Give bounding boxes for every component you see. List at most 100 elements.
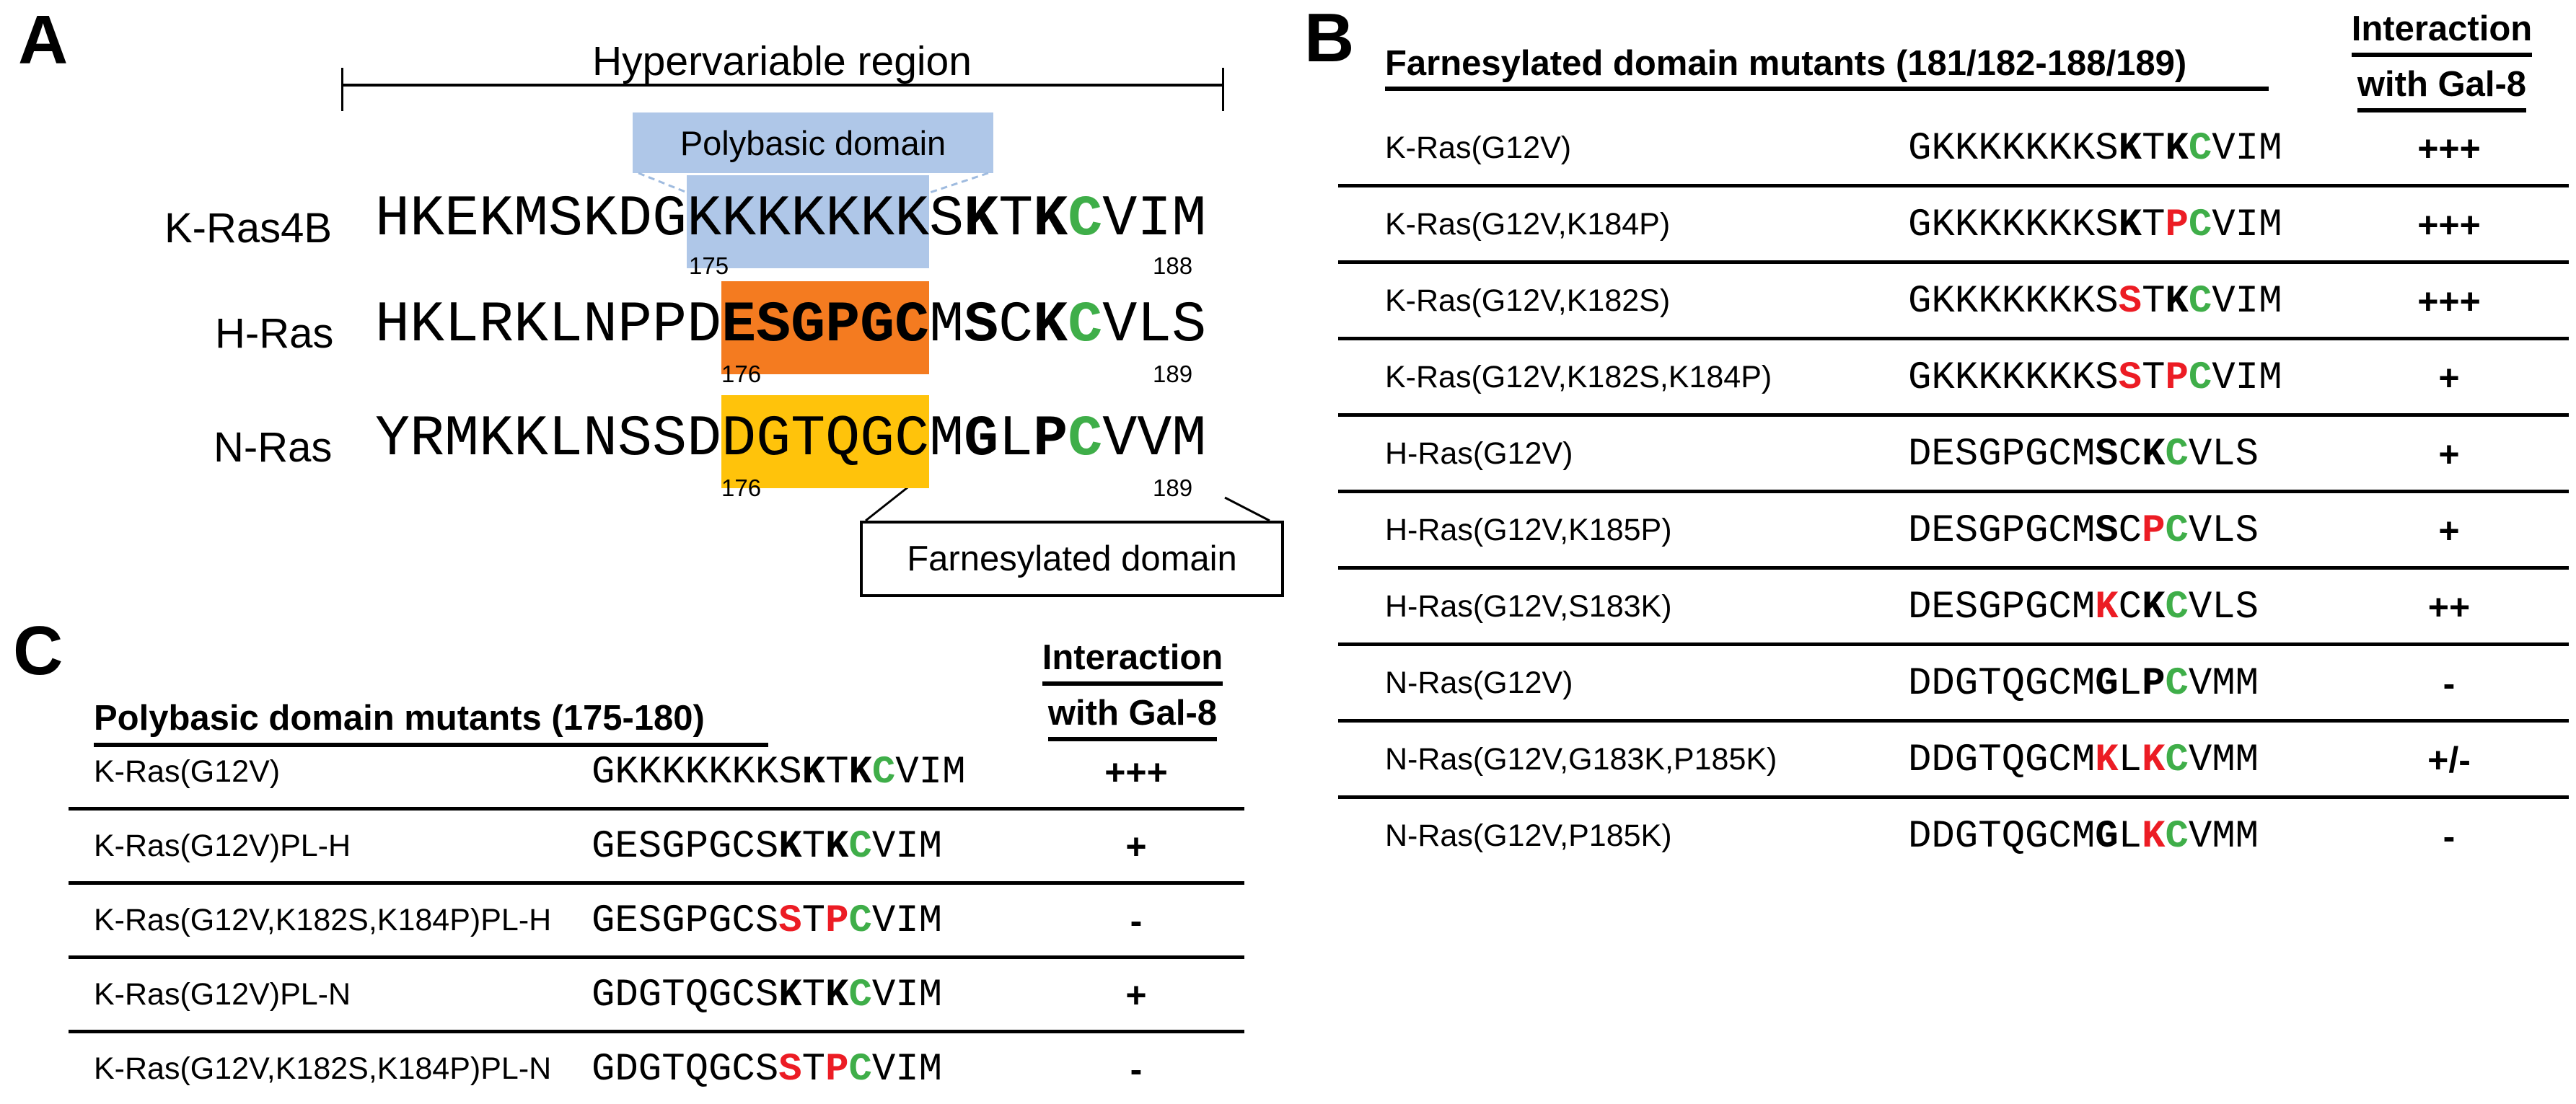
table-row: H-Ras(G12V) DESGPGCMSCKCVLS + bbox=[1338, 417, 2569, 493]
sequence-segment-b: K bbox=[2142, 433, 2166, 477]
table-row: N-Ras(G12V) DDGTQGCMGLPCVMM - bbox=[1338, 646, 2569, 723]
sequence-segment-n: GESGPGCS bbox=[592, 825, 779, 869]
sequence-segment-n: M bbox=[929, 293, 964, 358]
table-row: K-Ras(G12V,K182S,K184P) GKKKKKKKSSTPCVIM… bbox=[1338, 340, 2569, 417]
sequence-segment-g: C bbox=[848, 899, 872, 943]
mutant-name: K-Ras(G12V,K184P) bbox=[1385, 207, 1671, 242]
sequence-segment-b: K bbox=[1033, 187, 1068, 252]
sequence-segment-b: S bbox=[964, 293, 999, 358]
residue-number-188: 188 bbox=[1153, 252, 1193, 279]
mutant-sequence: GKKKKKKKSKTKCVIM bbox=[592, 754, 966, 792]
sequence-segment-g: C bbox=[2165, 662, 2189, 706]
interaction-header-line2: with Gal-8 bbox=[2357, 67, 2527, 112]
table-row: H-Ras(G12V,K185P) DESGPGCMSCPCVLS + bbox=[1338, 493, 2569, 570]
sequence-segment-n: VIM bbox=[1102, 187, 1207, 252]
sequence-segment-n: GKKKKKKKS bbox=[1908, 127, 2119, 171]
sequence-segment-n: T bbox=[2142, 203, 2166, 247]
mutant-sequence: GESGPGCSSTPCVIM bbox=[592, 902, 942, 941]
table-row: K-Ras(G12V) GKKKKKKKSKTKCVIM +++ bbox=[69, 736, 1244, 811]
sequence-segment-r: S bbox=[2118, 356, 2142, 400]
sequence-segment-n: GESGPGCS bbox=[592, 899, 779, 943]
sequence-segment-n: HKEKMSKDG bbox=[375, 187, 687, 252]
sequence-segment-b: K bbox=[825, 825, 849, 869]
sequence-segment-r: P bbox=[2165, 356, 2189, 400]
sequence-segment-b: K bbox=[2165, 127, 2189, 171]
hypervariable-bracket-line bbox=[341, 84, 1224, 87]
table-row: K-Ras(G12V,K182S,K184P)PL-N GDGTQGCSSTPC… bbox=[69, 1033, 1244, 1104]
sequence-segment-b: G bbox=[964, 407, 999, 472]
sequence-segment-r: P bbox=[825, 899, 849, 943]
sequence-segment-r: K bbox=[2142, 738, 2166, 782]
sequence-segment-g: C bbox=[871, 751, 896, 795]
table-row: K-Ras(G12V)PL-H GESGPGCSKTKCVIM + bbox=[69, 811, 1244, 885]
sequence-segment-n: YRMKKLNSSD bbox=[375, 407, 722, 472]
mutant-sequence: GKKKKKKKSSTKCVIM bbox=[1908, 283, 2282, 322]
sequence-kras4b: HKEKMSKDGKKKKKKKSKTKCVIM bbox=[375, 175, 1206, 268]
sequence-segment-n: VIM bbox=[871, 825, 943, 869]
residue-number-176-hras: 176 bbox=[721, 361, 762, 387]
interaction-strength: + bbox=[2438, 511, 2460, 551]
mutant-sequence: DDGTQGCMKLKCVMM bbox=[1908, 741, 2259, 780]
sequence-segment-n: VLS bbox=[1102, 293, 1207, 358]
interaction-strength: - bbox=[2443, 663, 2456, 704]
sequence-segment-g: C bbox=[2188, 203, 2212, 247]
sequence-segment-r: K bbox=[2142, 815, 2166, 859]
interaction-strength: - bbox=[1130, 901, 1143, 941]
panel-c-header-underline bbox=[94, 743, 768, 747]
sequence-segment-n: GKKKKKKKS bbox=[1908, 356, 2119, 400]
sequence-segment-n: T bbox=[998, 187, 1034, 252]
sequence-segment-n: VVM bbox=[1102, 407, 1207, 472]
sequence-segment-n: GKKKKKKKS bbox=[1908, 280, 2119, 324]
sequence-segment-g: C bbox=[2165, 586, 2189, 630]
sequence-segment-n: T bbox=[2142, 356, 2166, 400]
sequence-segment-r: S bbox=[778, 899, 802, 943]
interaction-strength: +++ bbox=[2417, 281, 2481, 322]
sequence-segment-n: VLS bbox=[2188, 586, 2259, 630]
sequence-segment-b: K bbox=[778, 825, 802, 869]
sequence-segment-b: P bbox=[2142, 662, 2166, 706]
sequence-segment-r: P bbox=[2165, 203, 2189, 247]
mutant-name: H-Ras(G12V,S183K) bbox=[1385, 589, 1672, 624]
table-row: K-Ras(G12V,K182S,K184P)PL-H GESGPGCSSTPC… bbox=[69, 885, 1244, 959]
panel-b-interaction-header: Interaction with Gal-8 bbox=[2330, 12, 2554, 112]
sequence-segment-hl: DGTQGC bbox=[721, 395, 930, 488]
sequence-segment-n: T bbox=[2142, 127, 2166, 171]
mutant-name: K-Ras(G12V) bbox=[1385, 131, 1572, 165]
sequence-segment-n: DDGTQGCM bbox=[1908, 662, 2096, 706]
table-row: K-Ras(G12V) GKKKKKKKSKTKCVIM +++ bbox=[1338, 111, 2569, 187]
interaction-strength: ++ bbox=[2427, 587, 2471, 627]
farnesylated-callout-line-right bbox=[1224, 496, 1270, 522]
interaction-strength: - bbox=[1130, 1049, 1143, 1090]
table-row: K-Ras(G12V,K182S) GKKKKKKKSSTKCVIM +++ bbox=[1338, 264, 2569, 340]
table-row: K-Ras(G12V)PL-N GDGTQGCSKTKCVIM + bbox=[69, 959, 1244, 1033]
residue-number-189-nras: 189 bbox=[1153, 474, 1193, 501]
mutant-sequence: GKKKKKKKSKTPCVIM bbox=[1908, 206, 2282, 245]
sequence-segment-b: G bbox=[2095, 662, 2119, 706]
sequence-segment-n: VLS bbox=[2188, 509, 2259, 553]
interaction-header-line1: Interaction bbox=[1042, 640, 1223, 686]
mutant-name: K-Ras(G12V,K182S,K184P) bbox=[1385, 360, 1772, 394]
sequence-segment-n: T bbox=[801, 1048, 826, 1092]
interaction-strength: + bbox=[1125, 826, 1147, 867]
sequence-segment-n: VIM bbox=[871, 973, 943, 1017]
sequence-segment-n: GKKKKKKKS bbox=[592, 751, 802, 795]
polybasic-domain-callout-box: Polybasic domain bbox=[633, 112, 993, 173]
sequence-segment-g: C bbox=[1068, 187, 1103, 252]
sequence-segment-b: K bbox=[2142, 586, 2166, 630]
sequence-segment-n: VLS bbox=[2188, 433, 2259, 477]
sequence-segment-n: C bbox=[2118, 433, 2142, 477]
sequence-segment-n: DESGPGCM bbox=[1908, 433, 2096, 477]
sequence-segment-n: VIM bbox=[2212, 356, 2282, 400]
sequence-segment-n: T bbox=[2142, 280, 2166, 324]
table-row: H-Ras(G12V,S183K) DESGPGCMKCKCVLS ++ bbox=[1338, 570, 2569, 646]
panel-c-interaction-header: Interaction with Gal-8 bbox=[1024, 640, 1241, 741]
sequence-segment-g: C bbox=[2188, 356, 2212, 400]
mutant-name: K-Ras(G12V,K182S) bbox=[1385, 283, 1671, 318]
row-name-kras4b: K-Ras4B bbox=[164, 205, 333, 252]
residue-number-175: 175 bbox=[689, 252, 729, 279]
mutant-name: H-Ras(G12V,K185P) bbox=[1385, 513, 1672, 547]
mutant-sequence: GESGPGCSKTKCVIM bbox=[592, 828, 942, 867]
sequence-segment-g: C bbox=[2165, 738, 2189, 782]
sequence-segment-n: VIM bbox=[871, 1048, 943, 1092]
